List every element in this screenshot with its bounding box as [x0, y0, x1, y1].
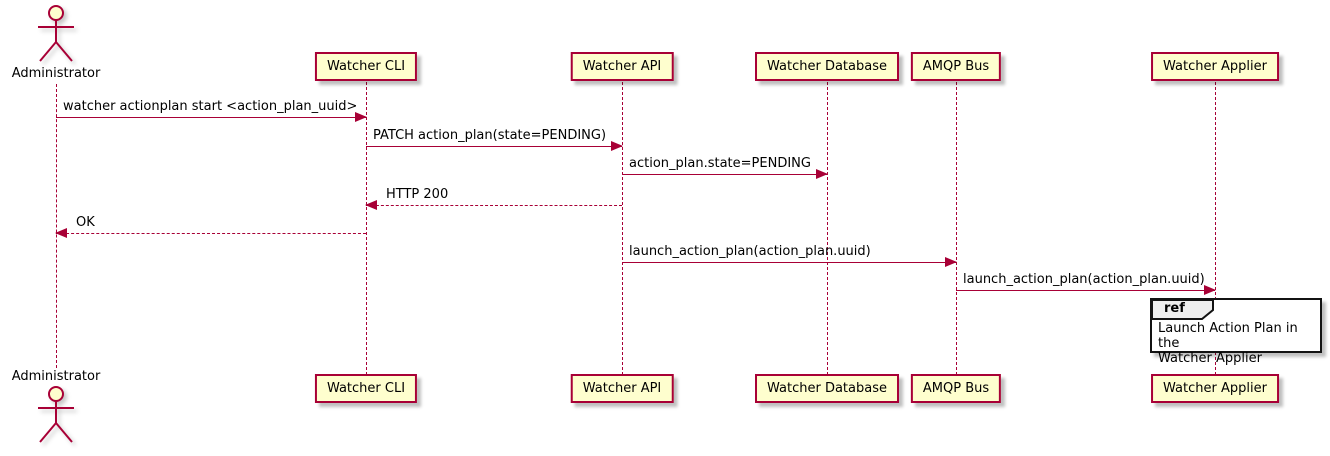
participant-watcher-api-top: Watcher API — [570, 52, 674, 81]
message-line — [56, 233, 366, 234]
ref-tab-shape — [1151, 299, 1214, 320]
actor-icon — [38, 386, 74, 443]
message-line — [622, 262, 956, 263]
ref-fragment: ref Launch Action Plan in the Watcher Ap… — [1150, 298, 1322, 366]
message-label: launch_action_plan(action_plan.uuid) — [629, 244, 871, 259]
message-line — [56, 117, 366, 118]
message-label: watcher actionplan start <action_plan_uu… — [63, 99, 358, 114]
ref-text-line2: Watcher Applier — [1158, 351, 1262, 366]
participant-amqp-bus-bottom: AMQP Bus — [910, 374, 1002, 403]
message-line — [622, 174, 827, 175]
arrowhead-icon — [365, 200, 377, 210]
lifeline-administrator — [56, 84, 57, 368]
participant-amqp-bus-top: AMQP Bus — [910, 52, 1002, 81]
participant-watcher-applier-top: Watcher Applier — [1151, 52, 1279, 81]
message-line — [366, 205, 622, 206]
arrowhead-icon — [816, 169, 828, 179]
lifeline-watcher-applier — [1215, 82, 1216, 375]
participant-watcher-cli-top: Watcher CLI — [314, 52, 418, 81]
participant-watcher-database-top: Watcher Database — [755, 52, 899, 81]
message-label: OK — [76, 215, 95, 230]
lifeline-watcher-cli — [366, 82, 367, 375]
actor-label-administrator-top: Administrator — [11, 66, 101, 81]
arrowhead-icon — [945, 257, 957, 267]
ref-text-line1: Launch Action Plan in the — [1158, 321, 1298, 351]
participant-watcher-cli-bottom: Watcher CLI — [314, 374, 418, 403]
message-label: PATCH action_plan(state=PENDING) — [373, 128, 607, 143]
arrowhead-icon — [611, 141, 623, 151]
lifeline-amqp-bus — [956, 82, 957, 375]
message-label: action_plan.state=PENDING — [629, 156, 811, 171]
participant-watcher-applier-bottom: Watcher Applier — [1151, 374, 1279, 403]
lifeline-watcher-api — [622, 82, 623, 375]
message-line — [956, 290, 1215, 291]
participant-watcher-database-bottom: Watcher Database — [755, 374, 899, 403]
message-label: launch_action_plan(action_plan.uuid) — [963, 272, 1205, 287]
message-line — [366, 146, 622, 147]
actor-label-administrator-bottom: Administrator — [11, 369, 101, 384]
arrowhead-icon — [55, 228, 67, 238]
message-label: HTTP 200 — [386, 187, 449, 202]
participant-watcher-api-bottom: Watcher API — [570, 374, 674, 403]
arrowhead-icon — [1204, 285, 1216, 295]
ref-keyword: ref — [1164, 301, 1185, 316]
lifeline-watcher-database — [827, 82, 828, 375]
arrowhead-icon — [355, 112, 367, 122]
actor-icon — [38, 5, 74, 62]
ref-text: Launch Action Plan in the Watcher Applie… — [1158, 321, 1316, 366]
